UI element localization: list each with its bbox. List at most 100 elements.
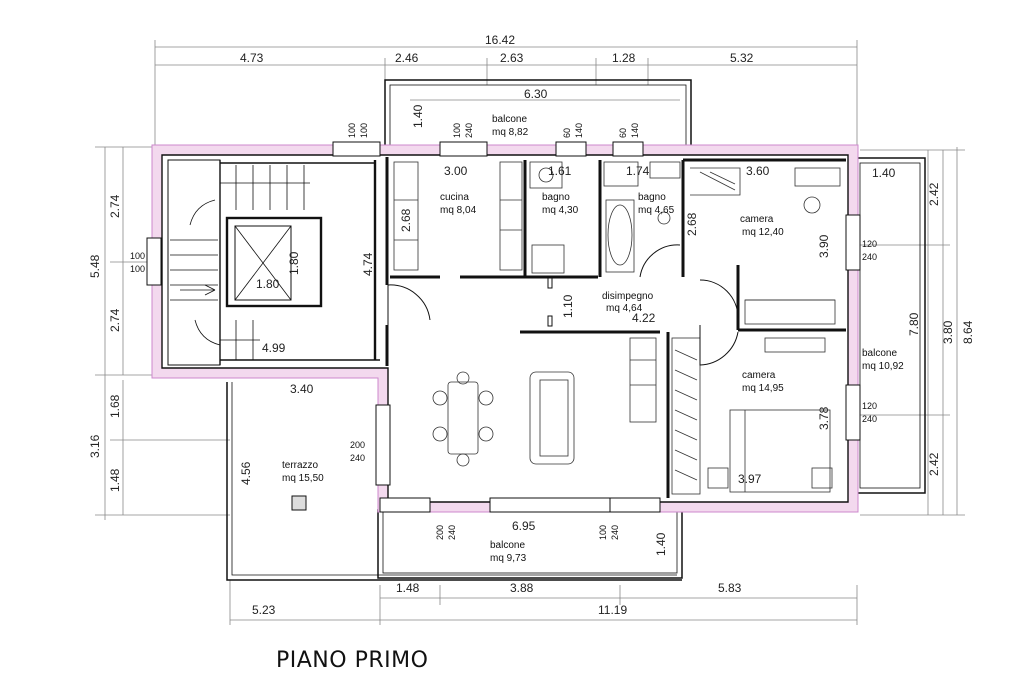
room-terrazzo-area: mq 15,50 (282, 473, 324, 484)
dim-bottom-1: 1.48 (396, 581, 420, 595)
dim-balcone-top-h: 1.40 (411, 104, 425, 128)
room-balcone-top: balcone (492, 114, 527, 125)
terrazzo-column (291, 495, 307, 511)
dim-living-w: 3.40 (290, 382, 314, 396)
dim-balcone-right-w: 1.40 (872, 166, 896, 180)
kitchen-fixtures (393, 161, 523, 271)
window-10-height: 240 (610, 525, 620, 540)
window-9-height: 240 (447, 525, 457, 540)
bathroom-fixtures (529, 161, 681, 274)
window-6-height: 240 (862, 252, 877, 262)
room-labels: cucina mq 8,04 bagno mq 4,30 bagno mq 4,… (282, 114, 904, 564)
window-8-height: 240 (350, 453, 365, 463)
room-balcone-right-area: mq 10,92 (862, 361, 904, 372)
window-2-width: 100 (452, 123, 462, 138)
dim-left-terr-total: 3.16 (88, 434, 102, 458)
window-5-height: 100 (130, 264, 145, 274)
window-5-width: 100 (130, 251, 145, 261)
dim-disimpegno-w: 4.22 (632, 311, 656, 325)
window-1-width: 100 (347, 123, 357, 138)
room-disimpegno: disimpegno (602, 291, 654, 302)
window-10-width: 100 (598, 525, 608, 540)
room-camera-2: camera (742, 370, 776, 381)
dim-right-bottom: 2.42 (927, 452, 941, 476)
room-bagno-2-area: mq 4,65 (638, 205, 675, 216)
window-3-height: 140 (574, 123, 584, 138)
room-balcone-top-area: mq 8,82 (492, 127, 529, 138)
window-4-width: 60 (618, 128, 628, 138)
dim-lift-h: 1.80 (287, 251, 301, 275)
dim-top-4: 1.28 (612, 51, 636, 65)
dim-camera1-h: 3.90 (817, 234, 831, 258)
room-bagno-1: bagno (542, 192, 570, 203)
dim-right-outer: 8.64 (961, 320, 975, 344)
dim-balcone-bottom-w: 6.95 (512, 519, 536, 533)
room-terrazzo: terrazzo (282, 460, 319, 471)
room-camera-1-area: mq 12,40 (742, 227, 784, 238)
dim-right-mid: 3.80 (941, 320, 955, 344)
dim-disimpegno-h: 1.10 (561, 294, 575, 318)
bedroom-1-furniture (690, 167, 841, 325)
dim-lift-w: 1.80 (256, 277, 280, 291)
windows (146, 141, 861, 513)
dim-top-3: 2.63 (500, 51, 524, 65)
dim-terrazzo-h: 4.56 (239, 461, 253, 485)
dim-bottom-total-right: 11.19 (598, 603, 627, 617)
window-7-height: 240 (862, 414, 877, 424)
dim-left-lower: 2.74 (108, 308, 122, 332)
dim-bottom-2: 3.88 (510, 581, 534, 595)
dim-balcone-bottom-h: 1.40 (654, 532, 668, 556)
bedroom-2-furniture (671, 337, 833, 495)
dim-bagno2-w: 1.74 (626, 164, 650, 178)
dim-left-terr-1: 1.68 (108, 394, 122, 418)
room-cucina-area: mq 8,04 (440, 205, 477, 216)
dim-bottom-total-left: 5.23 (252, 603, 276, 617)
dim-bottom-3: 5.83 (718, 581, 742, 595)
room-bagno-1-area: mq 4,30 (542, 205, 579, 216)
dim-left-terr-2: 1.48 (108, 468, 122, 492)
room-camera-2-area: mq 14,95 (742, 383, 784, 394)
window-2-height: 240 (464, 123, 474, 138)
room-disimpegno-area: mq 4,64 (606, 303, 643, 314)
window-6-width: 120 (862, 239, 877, 249)
room-balcone-bottom: balcone (490, 540, 525, 551)
dim-camera1-w: 3.60 (746, 164, 770, 178)
dim-stair-w: 4.99 (262, 341, 286, 355)
dimension-lines (95, 40, 965, 625)
dim-left-total: 5.48 (88, 254, 102, 278)
dim-camera2-h: 3.78 (817, 406, 831, 430)
interior-walls (385, 157, 846, 498)
window-labels: 100 100 100 240 60 140 60 140 100 100 12… (130, 123, 877, 540)
dim-cucina-w: 3.00 (444, 164, 468, 178)
room-camera-1: camera (740, 214, 774, 225)
dimension-labels: 16.42 4.73 2.46 2.63 1.28 5.32 6.30 1.40… (88, 33, 975, 617)
dim-bagno2-h: 2.68 (685, 212, 699, 236)
dim-top-2: 2.46 (395, 51, 419, 65)
dim-right-mid2: 7.80 (907, 312, 921, 336)
room-balcone-bottom-area: mq 9,73 (490, 553, 527, 564)
window-3-width: 60 (562, 128, 572, 138)
dim-cucina-h: 2.68 (399, 208, 413, 232)
window-8-width: 200 (350, 440, 365, 450)
window-7-width: 120 (862, 401, 877, 411)
dim-balcone-top-w: 6.30 (524, 87, 548, 101)
dim-total-top: 16.42 (485, 33, 515, 47)
dim-top-1: 4.73 (240, 51, 264, 65)
window-4-height: 140 (630, 123, 640, 138)
window-1-height: 100 (359, 123, 369, 138)
dim-top-5: 5.32 (730, 51, 754, 65)
dim-right-top: 2.42 (927, 182, 941, 206)
dim-camera2-w: 3.97 (738, 472, 762, 486)
dim-stair-h: 4.74 (361, 252, 375, 276)
room-cucina: cucina (440, 192, 469, 203)
stairwell (167, 159, 380, 366)
doors (387, 244, 739, 366)
room-balcone-right: balcone (862, 348, 897, 359)
living-furniture (432, 337, 657, 467)
window-9-width: 200 (435, 525, 445, 540)
room-bagno-2: bagno (638, 192, 666, 203)
dim-left-upper: 2.74 (108, 194, 122, 218)
dim-bagno1-w: 1.61 (548, 164, 572, 178)
plan-title: PIANO PRIMO (276, 648, 429, 673)
